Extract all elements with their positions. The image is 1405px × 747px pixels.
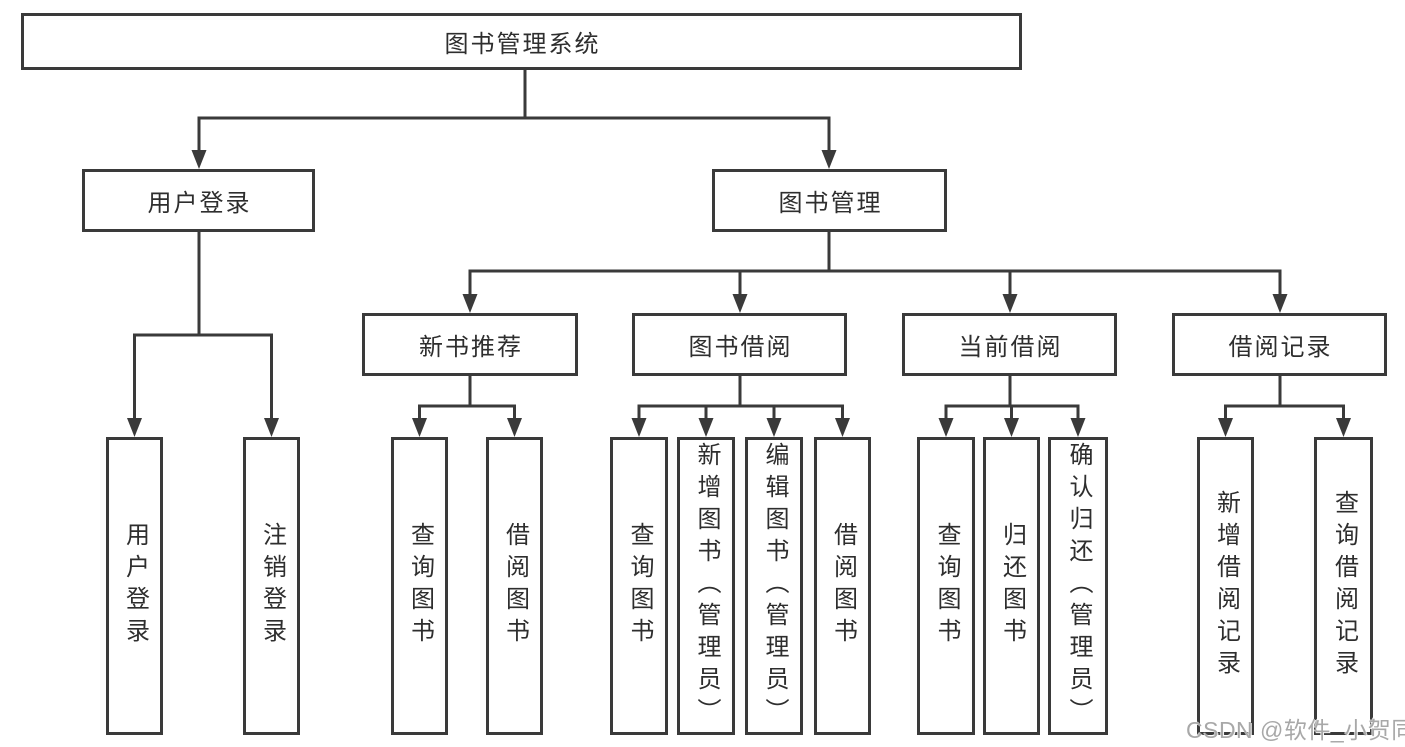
node-label: 新书推荐 <box>419 334 523 361</box>
leaf-cb-confirm-return-admin: 确认归还（管理员） <box>1048 437 1108 735</box>
csdn-watermark: CSDN @软件_小贺同学 <box>1186 717 1405 743</box>
node-borrowing-records: 借阅记录 <box>1172 313 1387 376</box>
node-label: 用户登录 <box>121 522 149 650</box>
leaf-bb-query-books: 查询图书 <box>610 437 668 735</box>
node-book-management: 图书管理 <box>712 169 947 232</box>
leaf-br-add-record: 新增借阅记录 <box>1197 437 1254 735</box>
node-label: 编辑图书（管理员） <box>761 442 788 730</box>
node-label: 借阅图书 <box>501 522 529 650</box>
node-label: 查询图书 <box>933 522 960 650</box>
connector-user-login-to-leaves <box>127 232 279 437</box>
node-current-borrowing: 当前借阅 <box>902 313 1117 376</box>
node-label: 图书管理系统 <box>444 31 601 58</box>
node-label: 查询图书 <box>406 522 434 650</box>
node-label: 新增借阅记录 <box>1212 490 1240 682</box>
node-label: 查询借阅记录 <box>1330 490 1358 682</box>
connector-borrowing-records-to-leaves <box>1218 376 1351 437</box>
leaf-br-query-record: 查询借阅记录 <box>1314 437 1373 735</box>
node-label: 图书管理 <box>778 190 883 217</box>
node-label: 当前借阅 <box>958 334 1063 361</box>
leaf-user-login: 用户登录 <box>106 437 163 735</box>
leaf-nbr-query-books: 查询图书 <box>391 437 448 735</box>
leaf-bb-borrow-books: 借阅图书 <box>814 437 871 735</box>
leaf-logout: 注销登录 <box>243 437 300 735</box>
node-label: 借阅记录 <box>1228 334 1333 361</box>
node-book-borrowing: 图书借阅 <box>632 313 847 376</box>
connector-book-borrowing-to-leaves <box>631 376 850 437</box>
connector-book-management-to-level3 <box>462 232 1288 313</box>
node-label: 借阅图书 <box>829 522 857 650</box>
node-label: 确认归还（管理员） <box>1065 442 1092 730</box>
node-new-book-recommend: 新书推荐 <box>362 313 578 376</box>
node-book-management-system: 图书管理系统 <box>21 13 1022 70</box>
leaf-cb-query-books: 查询图书 <box>917 437 975 735</box>
node-user-login: 用户登录 <box>82 169 315 232</box>
leaf-nbr-borrow-books: 借阅图书 <box>486 437 543 735</box>
connector-new-book-recommend-to-leaves <box>412 376 522 437</box>
node-label: 新增图书（管理员） <box>693 442 720 730</box>
node-label: 归还图书 <box>998 522 1026 650</box>
node-label: 查询图书 <box>626 522 653 650</box>
node-label: 图书借阅 <box>688 334 793 361</box>
connector-current-borrowing-to-leaves <box>938 376 1086 437</box>
leaf-bb-edit-books-admin: 编辑图书（管理员） <box>745 437 803 735</box>
leaf-bb-add-books-admin: 新增图书（管理员） <box>677 437 735 735</box>
leaf-cb-return-books: 归还图书 <box>983 437 1040 735</box>
node-label: 注销登录 <box>258 522 286 650</box>
node-label: 用户登录 <box>147 190 252 217</box>
connector-root-to-level2 <box>191 70 837 169</box>
